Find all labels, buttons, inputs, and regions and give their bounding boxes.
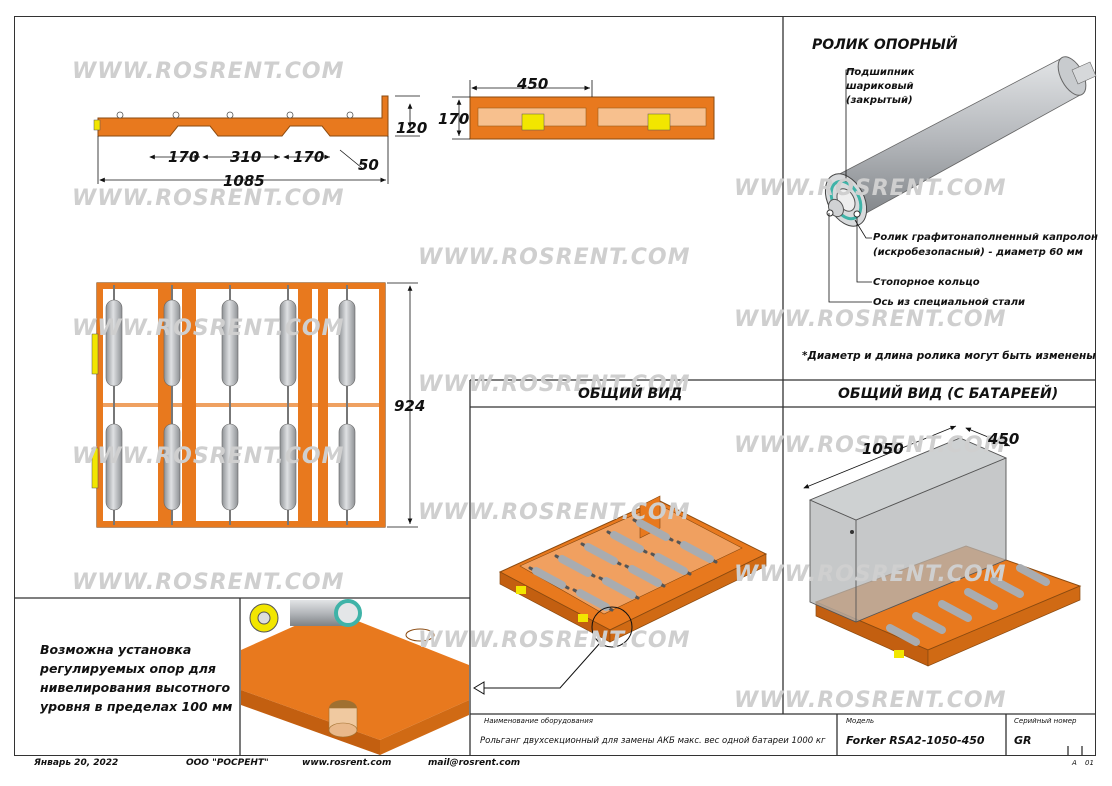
dim-450: 450 [517,75,549,93]
dim-450-battery: 450 [988,430,1020,448]
roller-material-label: Ролик графитонаполненный капролон [873,232,1098,243]
frame-lines [14,16,1096,756]
drawing-frame [14,16,1096,756]
watermark: WWW.ROSRENT.COM [418,245,691,270]
dim-170-end: 170 [438,110,470,128]
watermark: WWW.ROSRENT.COM [734,433,1007,458]
roller-title: РОЛИК ОПОРНЫЙ [812,37,958,53]
model-label: Модель [846,717,875,725]
watermark: WWW.ROSRENT.COM [734,688,1007,713]
dim-170-right: 170 [293,148,325,166]
sheet-format: A [1072,759,1077,767]
dim-1050: 1050 [862,440,904,458]
watermark: WWW.ROSRENT.COM [72,570,345,595]
watermark: WWW.ROSRENT.COM [72,186,345,211]
dim-310: 310 [230,148,262,166]
serial-label: Серийный номер [1014,717,1077,725]
footer-mail[interactable]: mail@rosrent.com [428,758,521,768]
retaining-ring-label: Стопорное кольцо [873,277,980,288]
watermark: WWW.ROSRENT.COM [418,500,691,525]
watermark: WWW.ROSRENT.COM [72,316,345,341]
detail-closeup [241,599,469,755]
battery-view-iso [808,437,1082,667]
model-value: Forker RSA2-1050-450 [846,734,985,747]
sheet-number: 01 [1085,759,1094,767]
roller-illustration [824,56,1097,227]
side-dims [97,95,420,184]
plan-dims [387,282,418,528]
dim-120: 120 [396,119,428,137]
footer-site[interactable]: www.rosrent.com [302,758,392,768]
detail-note-line1: Возможна установка [40,642,192,657]
side-view [93,95,389,137]
detail-note: Возможна установка регулируемых опор для… [40,640,232,716]
axis-label: Ось из специальной стали [873,297,1026,308]
watermark: WWW.ROSRENT.COM [734,307,1007,332]
roller-note: *Диаметр и длина ролика могут быть измен… [802,350,1096,362]
watermark: WWW.ROSRENT.COM [72,444,345,469]
roller-leaders [828,69,872,303]
detail-note-line3: нивелирования высотного [40,680,231,695]
watermark: WWW.ROSRENT.COM [734,176,1007,201]
equipment-label: Наименование оборудования [484,717,593,725]
roller-diameter-label: (искробезопасный) - диаметр 60 мм [873,247,1083,258]
battery-dims [803,425,1011,489]
dim-50: 50 [358,156,379,174]
plan-view [91,282,386,528]
bearing-label-line3: (закрытый) [846,95,913,106]
serial-value: GR [1014,734,1032,747]
watermark: WWW.ROSRENT.COM [418,628,691,653]
footer-company: ООО "РОСРЕНТ" [186,758,269,768]
dim-170-left: 170 [168,148,200,166]
dim-924: 924 [394,397,426,415]
end-dims [452,80,593,140]
footer-date: Январь 20, 2022 [34,758,119,768]
detail-note-line4: уровня в пределах 100 мм [40,699,233,714]
end-view [469,96,715,140]
general-view-iso [473,495,768,695]
watermark: WWW.ROSRENT.COM [418,372,691,397]
dim-1085: 1085 [223,172,265,190]
detail-note-line2: регулируемых опор для [40,661,216,676]
bearing-label-line2: шариковый [846,81,914,92]
bearing-label-line1: Подшипник [846,67,915,78]
battery-view-title: ОБЩИЙ ВИД (С БАТАРЕЕЙ) [838,386,1059,402]
watermark: WWW.ROSRENT.COM [72,59,345,84]
watermark: WWW.ROSRENT.COM [734,562,1007,587]
general-view-title: ОБЩИЙ ВИД [578,386,683,402]
equipment-value: Рольганг двухсекционный для замены АКБ м… [480,736,826,746]
